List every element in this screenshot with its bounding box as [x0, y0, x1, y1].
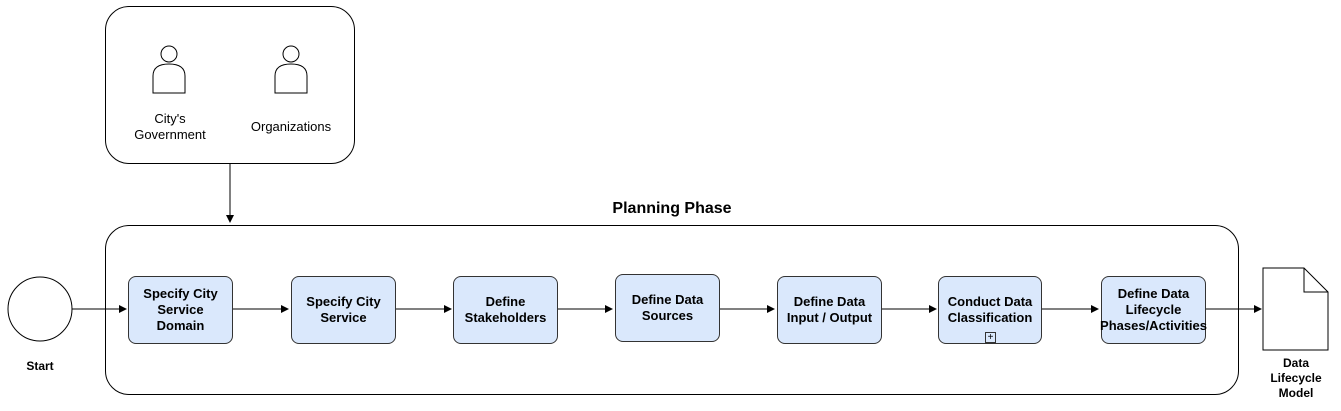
output-label-data-lifecycle-model: Data Lifecycle Model	[1270, 356, 1322, 400]
planning-phase-container	[105, 225, 1239, 395]
task-define-data-input-output[interactable]: Define Data Input / Output	[777, 276, 882, 344]
document-icon	[1262, 267, 1329, 351]
task-specify-city-service[interactable]: Specify City Service	[291, 276, 396, 344]
task-label: Conduct Data Classification	[947, 294, 1033, 325]
start-event	[7, 276, 73, 342]
task-label: Define Data Sources	[631, 292, 704, 323]
task-label: Define Data Lifecycle Phases/Activities	[1100, 286, 1207, 333]
task-define-data-lifecycle-phases[interactable]: Define Data Lifecycle Phases/Activities	[1100, 276, 1207, 344]
task-define-data-sources[interactable]: Define Data Sources	[615, 274, 720, 342]
task-specify-city-service-domain[interactable]: Specify City Service Domain	[128, 276, 233, 344]
phase-title: Planning Phase	[612, 200, 732, 217]
person-icon	[152, 45, 186, 94]
person-icon	[274, 45, 308, 94]
subprocess-expand-marker[interactable]: +	[985, 332, 996, 343]
task-label: Define Data Input / Output	[786, 294, 873, 325]
start-label: Start	[26, 359, 54, 373]
task-label: Specify City Service Domain	[143, 286, 218, 333]
task-label: Specify City Service	[306, 294, 381, 325]
actor-label-organizations: Organizations	[250, 119, 332, 134]
task-label: Define Stakeholders	[464, 294, 547, 325]
actor-label-city-government: City's Government	[134, 111, 206, 142]
actors-group	[105, 6, 355, 164]
task-define-stakeholders[interactable]: Define Stakeholders	[453, 276, 558, 344]
